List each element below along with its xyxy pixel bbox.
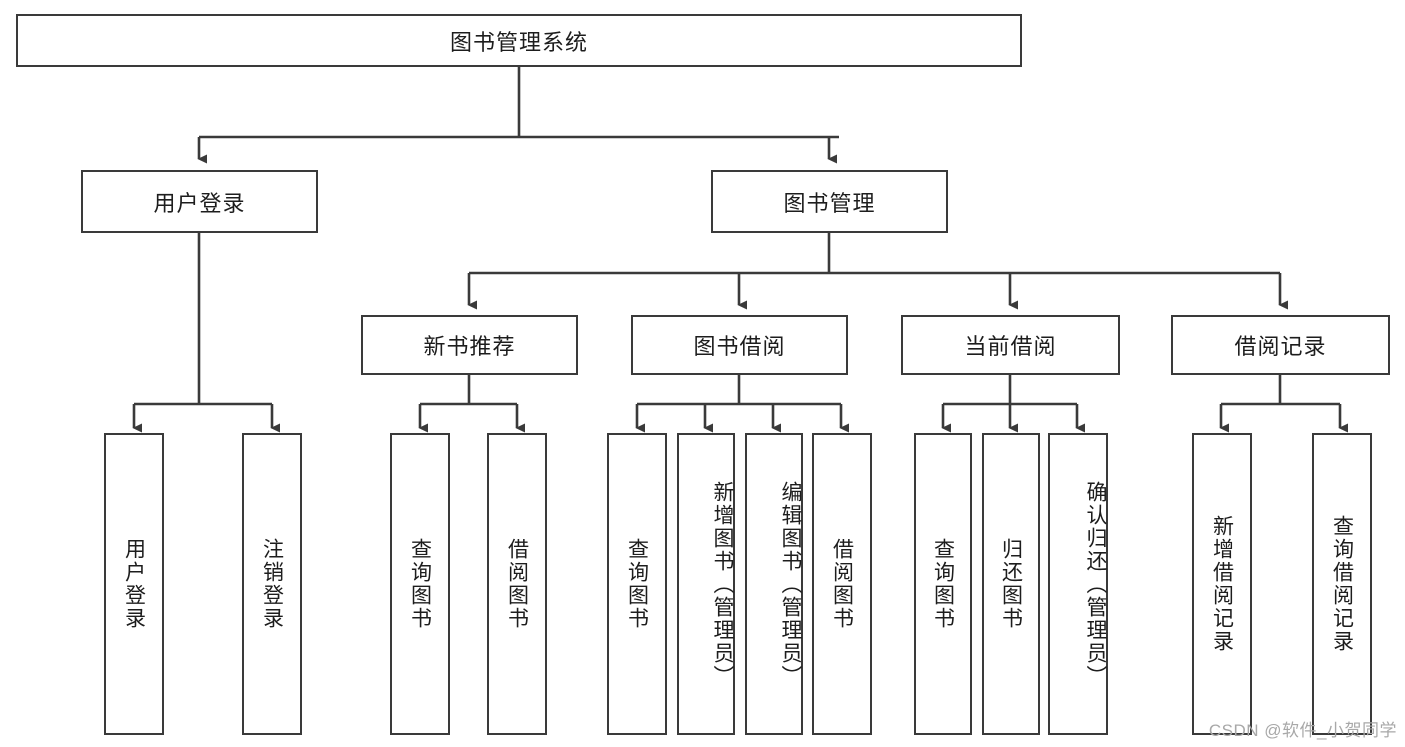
leaf-logout[interactable]: 注销登录 bbox=[242, 433, 302, 735]
leaf-add-book-admin-label: 新增图书（管理员） bbox=[711, 480, 734, 688]
node-book-management[interactable]: 图书管理 bbox=[711, 170, 948, 233]
node-new-book-recommend-label: 新书推荐 bbox=[423, 334, 516, 359]
leaf-query-book-recommend-label: 查询图书 bbox=[408, 538, 432, 630]
node-borrow-record[interactable]: 借阅记录 bbox=[1171, 315, 1390, 375]
node-borrow-record-label: 借阅记录 bbox=[1234, 334, 1327, 359]
leaf-query-borrow-record-label: 查询借阅记录 bbox=[1330, 515, 1354, 653]
leaf-borrow-book-recommend[interactable]: 借阅图书 bbox=[487, 433, 547, 735]
leaf-add-book-admin[interactable]: 新增图书（管理员） bbox=[677, 433, 735, 735]
leaf-return-book[interactable]: 归还图书 bbox=[982, 433, 1040, 735]
node-user-login-label: 用户登录 bbox=[153, 190, 246, 216]
node-book-borrow-label: 图书借阅 bbox=[693, 334, 786, 359]
node-current-borrow[interactable]: 当前借阅 bbox=[901, 315, 1120, 375]
leaf-return-book-label: 归还图书 bbox=[999, 538, 1023, 630]
leaf-query-book-borrow[interactable]: 查询图书 bbox=[607, 433, 667, 735]
node-book-borrow[interactable]: 图书借阅 bbox=[631, 315, 848, 375]
leaf-query-book-current[interactable]: 查询图书 bbox=[914, 433, 972, 735]
leaf-add-borrow-record-label: 新增借阅记录 bbox=[1210, 515, 1234, 653]
leaf-query-borrow-record[interactable]: 查询借阅记录 bbox=[1312, 433, 1372, 735]
leaf-query-book-current-label: 查询图书 bbox=[931, 538, 955, 630]
node-root[interactable]: 图书管理系统 bbox=[16, 14, 1022, 67]
node-current-borrow-label: 当前借阅 bbox=[964, 334, 1057, 359]
leaf-add-borrow-record[interactable]: 新增借阅记录 bbox=[1192, 433, 1252, 735]
node-root-label: 图书管理系统 bbox=[449, 29, 588, 55]
leaf-query-book-borrow-label: 查询图书 bbox=[625, 538, 649, 630]
leaf-borrow-book-recommend-label: 借阅图书 bbox=[505, 538, 529, 630]
leaf-confirm-return-admin-label: 确认归还（管理员） bbox=[1084, 480, 1107, 688]
leaf-query-book-recommend[interactable]: 查询图书 bbox=[390, 433, 450, 735]
node-book-management-label: 图书管理 bbox=[783, 190, 876, 216]
leaf-confirm-return-admin[interactable]: 确认归还（管理员） bbox=[1048, 433, 1108, 735]
leaf-borrow-book-borrow-label: 借阅图书 bbox=[830, 538, 854, 630]
leaf-user-login-label: 用户登录 bbox=[122, 538, 146, 630]
leaf-edit-book-admin[interactable]: 编辑图书（管理员） bbox=[745, 433, 803, 735]
leaf-user-login[interactable]: 用户登录 bbox=[104, 433, 164, 735]
leaf-logout-label: 注销登录 bbox=[260, 538, 284, 630]
leaf-borrow-book-borrow[interactable]: 借阅图书 bbox=[812, 433, 872, 735]
leaf-edit-book-admin-label: 编辑图书（管理员） bbox=[779, 480, 802, 688]
node-new-book-recommend[interactable]: 新书推荐 bbox=[361, 315, 578, 375]
node-user-login[interactable]: 用户登录 bbox=[81, 170, 318, 233]
